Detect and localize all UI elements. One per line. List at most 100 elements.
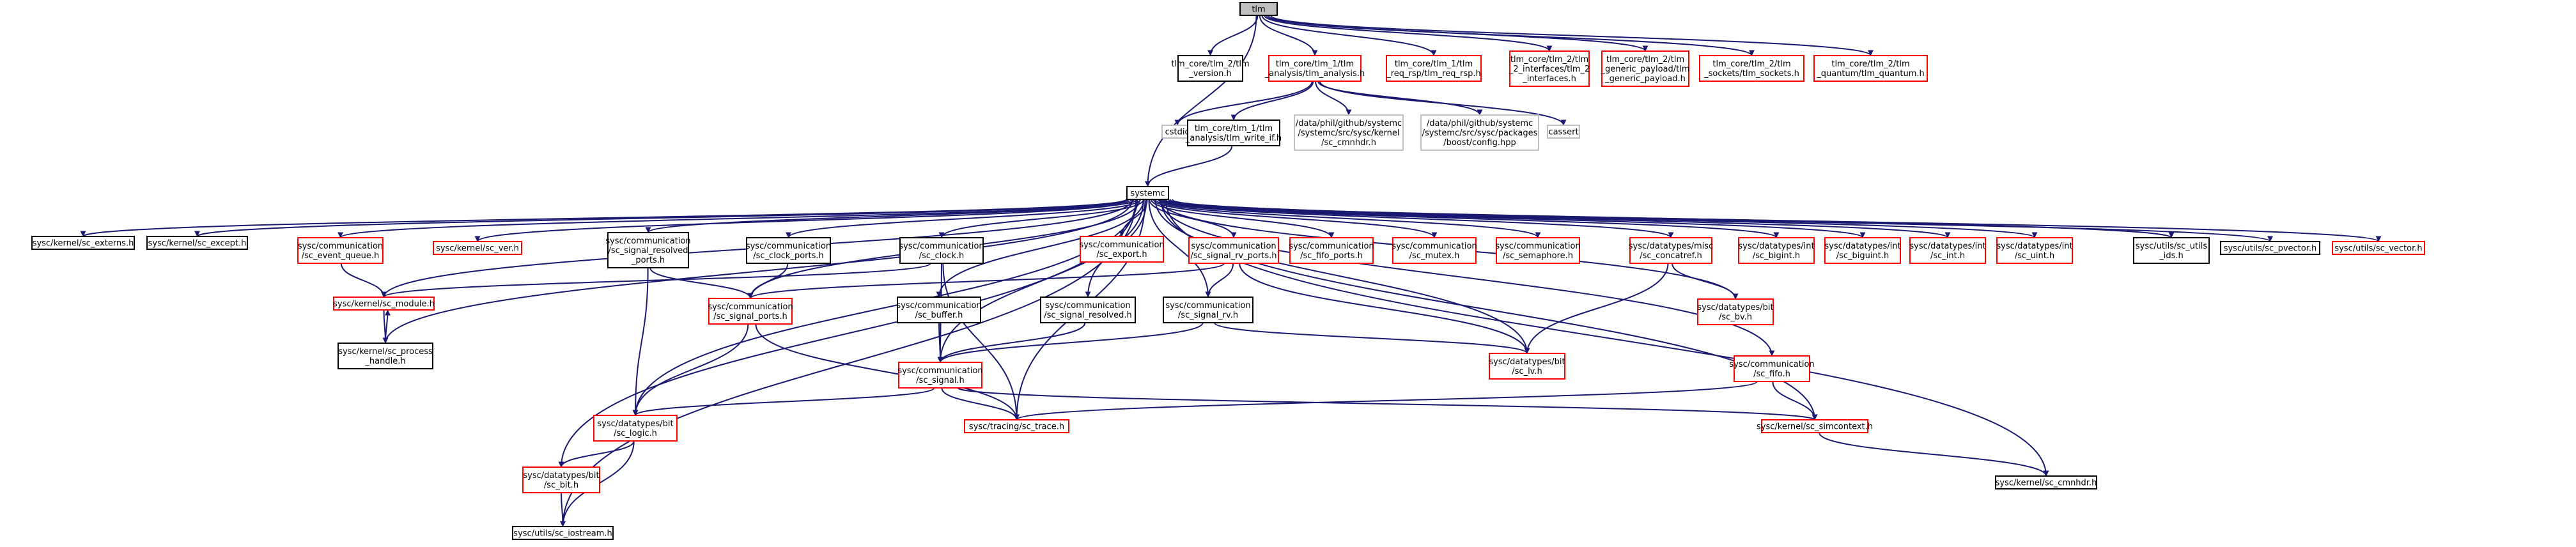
node-sc-vector[interactable]: sysc/utils/sc_vector.h <box>2332 241 2425 255</box>
node-tlm-generic-payload[interactable]: tlm_core/tlm_2/tlm_generic_payload/tlm_g… <box>1600 50 1690 87</box>
node-sc-process-handle[interactable]: sysc/kernel/sc_process_handle.h <box>338 343 433 369</box>
node-label: tlm_core/tlm_2/tlm <box>1171 59 1249 69</box>
node-box <box>146 236 248 250</box>
node-tlm-version[interactable]: tlm_core/tlm_2/tlm_version.h <box>1171 55 1250 82</box>
node-cassert[interactable]: cassert <box>1547 125 1580 139</box>
node-box <box>1909 237 1986 264</box>
edge-systemc-to-sc-signal-rv <box>1148 199 1211 298</box>
node-sc-simcontext[interactable]: sysc/kernel/sc_simcontext.h <box>1757 419 1873 433</box>
node-label: /sc_export.h <box>1096 250 1147 259</box>
edge-sc-clock-to-sc-trace <box>942 263 1020 420</box>
node-sc-signal-resolved-ports[interactable]: sysc/communication/sc_signal_resolved_po… <box>605 232 691 268</box>
edge-sc-event-queue-to-sc-module <box>340 263 387 298</box>
node-label: sysc/kernel/sc_module.h <box>333 300 435 309</box>
node-sc-except[interactable]: sysc/kernel/sc_except.h <box>146 236 248 250</box>
node-box <box>1239 2 1278 16</box>
edge-tlm-analysis-to-boost-config <box>1317 81 1483 116</box>
node-box <box>1824 237 1901 264</box>
node-box <box>433 241 522 255</box>
edge-tlm-to-tlm-2-interfaces <box>1264 15 1553 52</box>
node-sc-externs[interactable]: sysc/kernel/sc_externs.h <box>31 236 135 250</box>
node-box <box>2332 241 2425 255</box>
node-sc-signal-ports[interactable]: sysc/communication/sc_signal_ports.h <box>708 298 793 325</box>
node-label: /sc_uint.h <box>2015 251 2054 261</box>
node-sc-signal[interactable]: sysc/communication/sc_signal.h <box>897 362 983 389</box>
node-sc-clock[interactable]: sysc/communication/sc_clock.h <box>899 237 984 264</box>
node-systemc[interactable]: systemc <box>1126 186 1169 200</box>
node-label: sysc/communication <box>897 366 982 376</box>
node-sc-utils-ids[interactable]: sysc/utils/sc_utils_ids.h <box>2133 237 2210 264</box>
node-tlm[interactable]: tlm <box>1239 2 1278 16</box>
node-sc-bit[interactable]: sysc/datatypes/bit/sc_bit.h <box>522 466 600 493</box>
node-label: _version.h <box>1188 69 1232 79</box>
edge-sc-signal-resolved-ports-to-sc-logic <box>632 267 649 416</box>
node-sc-trace[interactable]: sysc/tracing/sc_trace.h <box>964 419 1069 433</box>
node-box <box>1995 475 2097 489</box>
node-label: tlm_core/tlm_1/tlm <box>1195 124 1273 134</box>
node-tlm-req-rsp[interactable]: tlm_core/tlm_1/tlm_req_rsp/tlm_req_rsp.h <box>1386 55 1482 82</box>
node-label: sysc/utils/sc_vector.h <box>2334 244 2422 254</box>
node-label: _req_rsp/tlm_req_rsp.h <box>1386 69 1480 79</box>
node-sc-fifo[interactable]: sysc/communication/sc_fifo.h <box>1729 355 1815 382</box>
node-tlm-quantum[interactable]: tlm_core/tlm_2/tlm_quantum/tlm_quantum.h <box>1813 55 1928 82</box>
node-sc-uint[interactable]: sysc/datatypes/int/sc_uint.h <box>1996 237 2073 264</box>
node-label: /sc_concatref.h <box>1640 251 1702 261</box>
node-label: sysc/datatypes/misc <box>1629 242 1713 251</box>
node-sc-signal-resolved[interactable]: sysc/communication/sc_signal_resolved.h <box>1040 297 1136 323</box>
node-label: sysc/communication <box>1079 240 1164 250</box>
node-box <box>897 297 981 323</box>
node-sc-signal-rv-ports[interactable]: sysc/communication/sc_signal_rv_ports.h <box>1188 237 1279 264</box>
node-label: /sc_signal_rv.h <box>1178 311 1238 320</box>
node-sc-mutex[interactable]: sysc/communication/sc_mutex.h <box>1392 237 1477 264</box>
node-label: _generic_payload.h <box>1604 74 1686 84</box>
node-sc-clock-ports[interactable]: sysc/communication/sc_clock_ports.h <box>746 237 831 264</box>
node-label: sysc/communication <box>746 242 831 251</box>
node-tlm-sockets[interactable]: tlm_core/tlm_2/tlm_sockets/tlm_sockets.h <box>1699 55 1804 82</box>
node-label: /sc_bv.h <box>1719 312 1752 322</box>
node-sc-export[interactable]: sysc/communication/sc_export.h <box>1079 236 1165 263</box>
edge-systemc-to-sc-concatref <box>1157 199 1674 238</box>
node-label: sysc/communication <box>708 302 793 312</box>
node-sc-semaphore[interactable]: sysc/communication/sc_semaphore.h <box>1495 237 1581 264</box>
node-sc-signal-rv[interactable]: sysc/communication/sc_signal_rv.h <box>1163 297 1253 323</box>
node-label: _2_interfaces/tlm_2 <box>1509 65 1590 74</box>
node-sc-bv[interactable]: sysc/datatypes/bit/sc_bv.h <box>1697 298 1774 325</box>
node-sc-module[interactable]: sysc/kernel/sc_module.h <box>333 297 435 311</box>
node-label: /sc_bit.h <box>544 481 578 490</box>
node-box <box>899 237 984 264</box>
node-sc-pvector[interactable]: sysc/utils/sc_pvector.h <box>2220 241 2320 255</box>
node-sc-fifo-ports[interactable]: sysc/communication/sc_fifo_ports.h <box>1289 237 1374 264</box>
node-sc-lv[interactable]: sysc/datatypes/bit/sc_lv.h <box>1489 353 1565 380</box>
node-label: tlm_core/tlm_2/tlm <box>1831 59 1909 69</box>
node-label: /sc_buffer.h <box>915 311 963 320</box>
node-label: /sc_event_queue.h <box>302 251 379 261</box>
node-sc-logic[interactable]: sysc/datatypes/bit/sc_logic.h <box>593 415 678 442</box>
node-sc-bigint[interactable]: sysc/datatypes/int/sc_bigint.h <box>1738 237 1815 264</box>
edge-sc-signal-to-sc-simcontext <box>957 387 1818 420</box>
node-sc-biguint[interactable]: sysc/datatypes/int/sc_biguint.h <box>1824 237 1901 264</box>
node-sc-iostream[interactable]: sysc/utils/sc_iostream.h <box>512 526 614 540</box>
node-sc-buffer[interactable]: sysc/communication/sc_buffer.h <box>896 297 982 323</box>
node-sc-cmnhdr[interactable]: sysc/kernel/sc_cmnhdr.h <box>1995 475 2097 489</box>
node-sc-cmnhdr-ext[interactable]: /data/phil/github/systemc/systemc/src/sy… <box>1294 114 1404 151</box>
edge-systemc-to-sc-signal-resolved-ports <box>645 199 1138 233</box>
node-label: /sc_semaphore.h <box>1503 251 1573 261</box>
node-tlm-2-interfaces[interactable]: tlm_core/tlm_2/tlm_2_interfaces/tlm_2_in… <box>1509 50 1590 87</box>
node-sc-concatref[interactable]: sysc/datatypes/misc/sc_concatref.h <box>1629 237 1713 264</box>
node-tlm-analysis[interactable]: tlm_core/tlm_1/tlm_analysis/tlm_analysis… <box>1264 55 1365 82</box>
node-sc-int[interactable]: sysc/datatypes/int/sc_int.h <box>1909 237 1986 264</box>
node-sc-ver[interactable]: sysc/kernel/sc_ver.h <box>433 241 522 255</box>
node-label: tlm <box>1252 5 1265 15</box>
node-box <box>333 297 435 311</box>
node-sc-event-queue[interactable]: sysc/communication/sc_event_queue.h <box>297 237 384 264</box>
node-label: /sc_logic.h <box>614 429 657 438</box>
node-boost-config[interactable]: /data/phil/github/systemc/systemc/src/sy… <box>1420 114 1539 151</box>
edge-sc-signal-ports-to-sc-logic <box>632 323 749 416</box>
node-label: sysc/kernel/sc_simcontext.h <box>1757 422 1873 432</box>
edge-sc-signal-resolved-ports-to-sc-signal-ports <box>649 267 754 299</box>
node-label: sysc/communication <box>899 242 984 251</box>
node-label: sysc/communication <box>896 301 981 311</box>
node-tlm-write-if[interactable]: tlm_core/tlm_1/tlm_analysis/tlm_write_if… <box>1185 119 1282 146</box>
node-label: sysc/communication <box>1165 301 1250 311</box>
